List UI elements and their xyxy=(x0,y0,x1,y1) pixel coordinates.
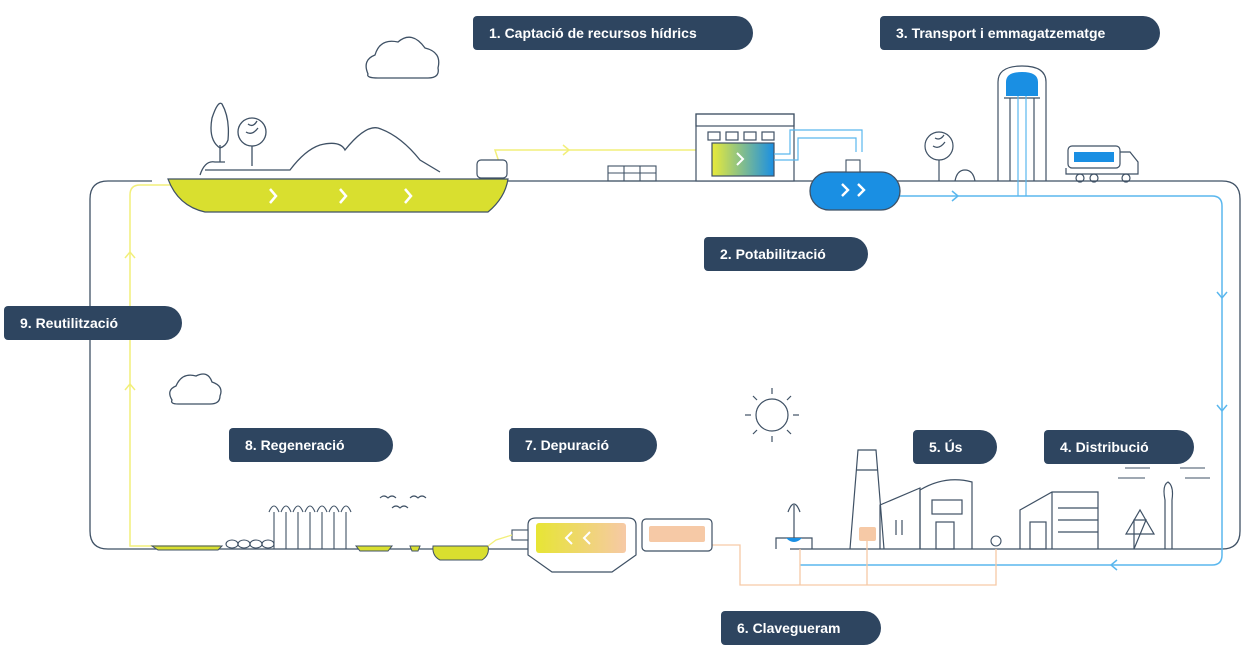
wind-lines xyxy=(1118,467,1210,479)
reuse-pool xyxy=(150,545,224,551)
wastewater-tank xyxy=(859,527,876,541)
fountain-water xyxy=(786,538,802,542)
step-label-captacio: 1. Captació de recursos hídrics xyxy=(473,16,753,50)
step-label-us: 5. Ús xyxy=(913,430,997,464)
hill-small xyxy=(199,161,225,176)
cloud-icon xyxy=(365,36,440,79)
step-label-distribucio: 4. Distribució xyxy=(1044,430,1194,464)
depuration-tank xyxy=(536,523,626,553)
sewer-flow-line xyxy=(712,544,997,586)
settling-tank-fill xyxy=(649,526,705,542)
step-label-transport: 3. Transport i emmagatzematge xyxy=(880,16,1160,50)
regeneration-link xyxy=(487,534,513,547)
step-label-depuracio: 7. Depuració xyxy=(509,428,657,462)
sun-icon xyxy=(745,388,799,442)
tower-pipes xyxy=(1017,96,1027,196)
intake-box xyxy=(476,159,508,179)
step-label-reutilitzacio: 9. Reutilització xyxy=(4,306,182,340)
cycle-outline-right xyxy=(790,180,1241,550)
step-label-clavegueram: 6. Clavegueram xyxy=(721,611,881,645)
house-icon xyxy=(1019,481,1174,550)
flow-arrow-icon xyxy=(1216,404,1228,413)
cycle-outline xyxy=(89,180,230,550)
flow-arrow-icon xyxy=(1109,559,1118,571)
crops-icon xyxy=(225,505,352,549)
hills-icon xyxy=(205,127,441,173)
cloud-icon xyxy=(169,373,222,405)
step-label-potabilitzacio: 2. Potabilització xyxy=(704,237,868,271)
distribution-flow-line xyxy=(800,195,1223,566)
flow-arrow-icon xyxy=(124,382,136,391)
flow-arrow-icon xyxy=(124,250,136,259)
flow-arrow-icon xyxy=(1216,291,1228,300)
water-tank-icon xyxy=(809,171,901,211)
birds-icon xyxy=(379,495,427,509)
reuse-flow-line xyxy=(129,184,220,547)
water-tower-tank xyxy=(1006,72,1038,96)
tree-icon xyxy=(210,102,267,166)
tank-arrows xyxy=(841,183,866,197)
fountain-icon xyxy=(775,503,813,549)
step-label-regeneracio: 8. Regeneració xyxy=(229,428,393,462)
tank-valve xyxy=(845,159,861,173)
treatment-pipe xyxy=(774,129,863,155)
inlet-pipe xyxy=(511,529,529,541)
water-tower-icon xyxy=(997,65,1047,181)
valve-icon xyxy=(990,535,1002,547)
tree-icon xyxy=(924,131,976,182)
pipe-grid-icon xyxy=(607,165,657,182)
regeneration-pool xyxy=(409,545,421,552)
regeneration-pool xyxy=(354,545,394,552)
reservoir-arrows xyxy=(269,188,413,204)
depuration-arrows xyxy=(564,531,591,545)
tanker-truck-icon xyxy=(1065,145,1139,183)
reservoir-icon xyxy=(167,178,509,213)
regeneration-pool xyxy=(432,545,489,561)
flow-arrow-icon xyxy=(951,190,960,202)
factory-icon xyxy=(849,449,973,550)
raw-water-line xyxy=(493,149,712,176)
flow-arrow-icon xyxy=(562,144,571,156)
treatment-pipe xyxy=(774,137,857,161)
flow-arrow-icon xyxy=(736,152,745,166)
